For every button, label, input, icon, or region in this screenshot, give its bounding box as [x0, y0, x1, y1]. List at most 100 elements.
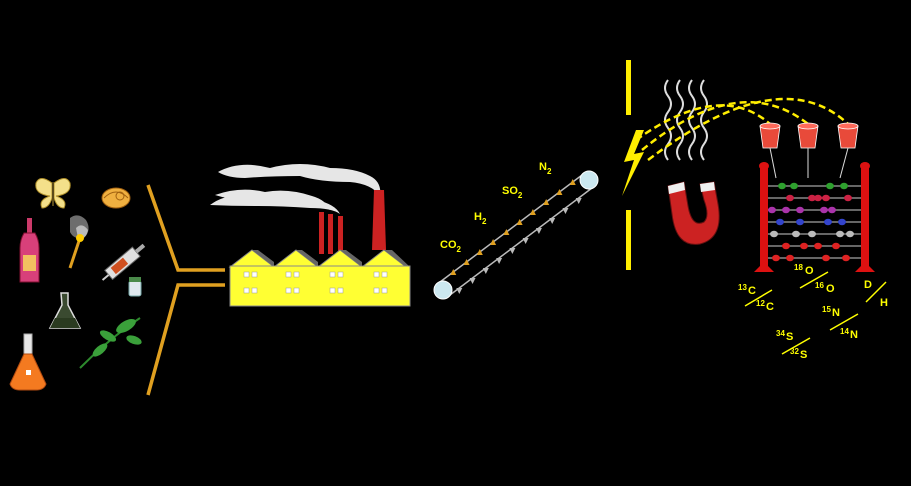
factory: [210, 164, 411, 307]
smoke-plumes: [210, 164, 381, 214]
svg-text:13: 13: [738, 283, 747, 292]
conveyor-belt: [433, 170, 599, 300]
belt-bucket: [522, 238, 529, 244]
abacus-bead: [786, 194, 794, 202]
belt-bucket: [496, 258, 503, 264]
abacus-bead: [772, 254, 780, 262]
ratio-18o-16o: 18 O 16 O: [794, 263, 835, 295]
heat-waves-icon: [664, 79, 708, 161]
abacus-bead: [782, 242, 790, 250]
gas-label-co2: CO2: [440, 239, 462, 254]
belt-bucket: [476, 249, 483, 255]
svg-text:N: N: [850, 329, 858, 341]
abacus-bead: [770, 230, 778, 238]
abacus-bead: [808, 230, 816, 238]
samples-group: [9, 178, 146, 391]
lightning-bolt-icon: [622, 130, 644, 196]
svg-text:H: H: [880, 297, 888, 309]
ratio-d-h: D H: [864, 279, 888, 309]
abacus-bead: [808, 194, 816, 202]
ratio-34s-32s: 34 S 32 S: [776, 329, 811, 361]
svg-text:O: O: [805, 265, 814, 277]
svg-text:18: 18: [794, 263, 803, 272]
abacus-bead: [822, 194, 830, 202]
belt-bucket: [569, 179, 576, 185]
abacus-bead: [824, 218, 832, 226]
svg-text:O: O: [826, 283, 835, 295]
abacus-bead: [786, 254, 794, 262]
conveyor-pulley: [579, 170, 599, 190]
gas-label-n2: N2: [539, 161, 552, 176]
collector-cups: [759, 122, 859, 179]
conveyor-pulley: [433, 280, 453, 300]
belt-bucket: [503, 229, 510, 235]
isotope-ratios: 13 C 12 C 18 O 16 O D H 15 N 14 N: [738, 263, 888, 361]
abacus-bead: [828, 206, 836, 214]
chimney: [319, 212, 324, 254]
belt-bucket: [456, 288, 463, 294]
ion-beam-paths: [635, 97, 849, 161]
abacus-bead: [792, 230, 800, 238]
belt-bucket: [535, 228, 542, 234]
magnet-icon: [667, 181, 720, 245]
leaf-icon: [79, 317, 142, 369]
belt-bucket: [562, 208, 569, 214]
ratio-15n-14n: 15 N 14 N: [822, 305, 859, 341]
belt-bucket: [556, 189, 563, 195]
belt-bucket: [490, 239, 497, 245]
separator-bars: [626, 60, 631, 270]
abacus-bead: [776, 218, 784, 226]
belt-bucket: [549, 218, 556, 224]
belt-bucket: [469, 278, 476, 284]
chimney: [338, 216, 343, 254]
abacus-bead: [838, 218, 846, 226]
belt-bucket: [463, 259, 470, 265]
belt-bucket: [529, 209, 536, 215]
burning-match-icon: [68, 215, 89, 269]
shell-icon: [101, 187, 131, 209]
chimney: [328, 214, 333, 254]
svg-text:14: 14: [840, 327, 849, 336]
svg-text:16: 16: [815, 281, 824, 290]
flask-icon: [48, 292, 82, 329]
abacus-bead: [820, 206, 828, 214]
factory-building: [229, 265, 411, 307]
svg-text:32: 32: [790, 347, 799, 356]
abacus-bead: [844, 194, 852, 202]
abacus-bead: [790, 182, 798, 190]
funnel-lines: [146, 184, 225, 396]
abacus-bead: [846, 230, 854, 238]
ratio-13c-12c: 13 C 12 C: [738, 283, 774, 313]
svg-text:C: C: [748, 285, 756, 297]
abacus-bead: [814, 242, 822, 250]
abacus-bead: [836, 230, 844, 238]
collector-cup: [837, 122, 859, 149]
belt-bucket: [543, 199, 550, 205]
abacus-bead: [796, 218, 804, 226]
orange-flask-icon: [9, 333, 47, 391]
svg-text:34: 34: [776, 329, 785, 338]
wine-bottle-icon: [19, 218, 40, 283]
butterfly-icon: [35, 178, 71, 209]
abacus-bead: [814, 194, 822, 202]
abacus: [754, 162, 875, 272]
abacus-bead: [778, 182, 786, 190]
belt-bucket: [509, 248, 516, 254]
abacus-bead: [840, 182, 848, 190]
conveyor-buckets: [450, 179, 582, 294]
belt-bucket: [516, 219, 523, 225]
belt-bucket: [575, 198, 582, 204]
gas-label-h2: H2: [474, 211, 487, 226]
belt-bucket: [450, 269, 457, 275]
collector-cup: [759, 122, 781, 149]
collector-cup: [797, 122, 819, 149]
gas-label-so2: SO2: [502, 185, 523, 200]
abacus-bead: [826, 182, 834, 190]
abacus-bead: [768, 206, 776, 214]
belt-bucket: [482, 268, 489, 274]
abacus-bead: [782, 206, 790, 214]
abacus-rods: [768, 182, 861, 262]
svg-text:15: 15: [822, 305, 831, 314]
chimney: [372, 190, 386, 250]
